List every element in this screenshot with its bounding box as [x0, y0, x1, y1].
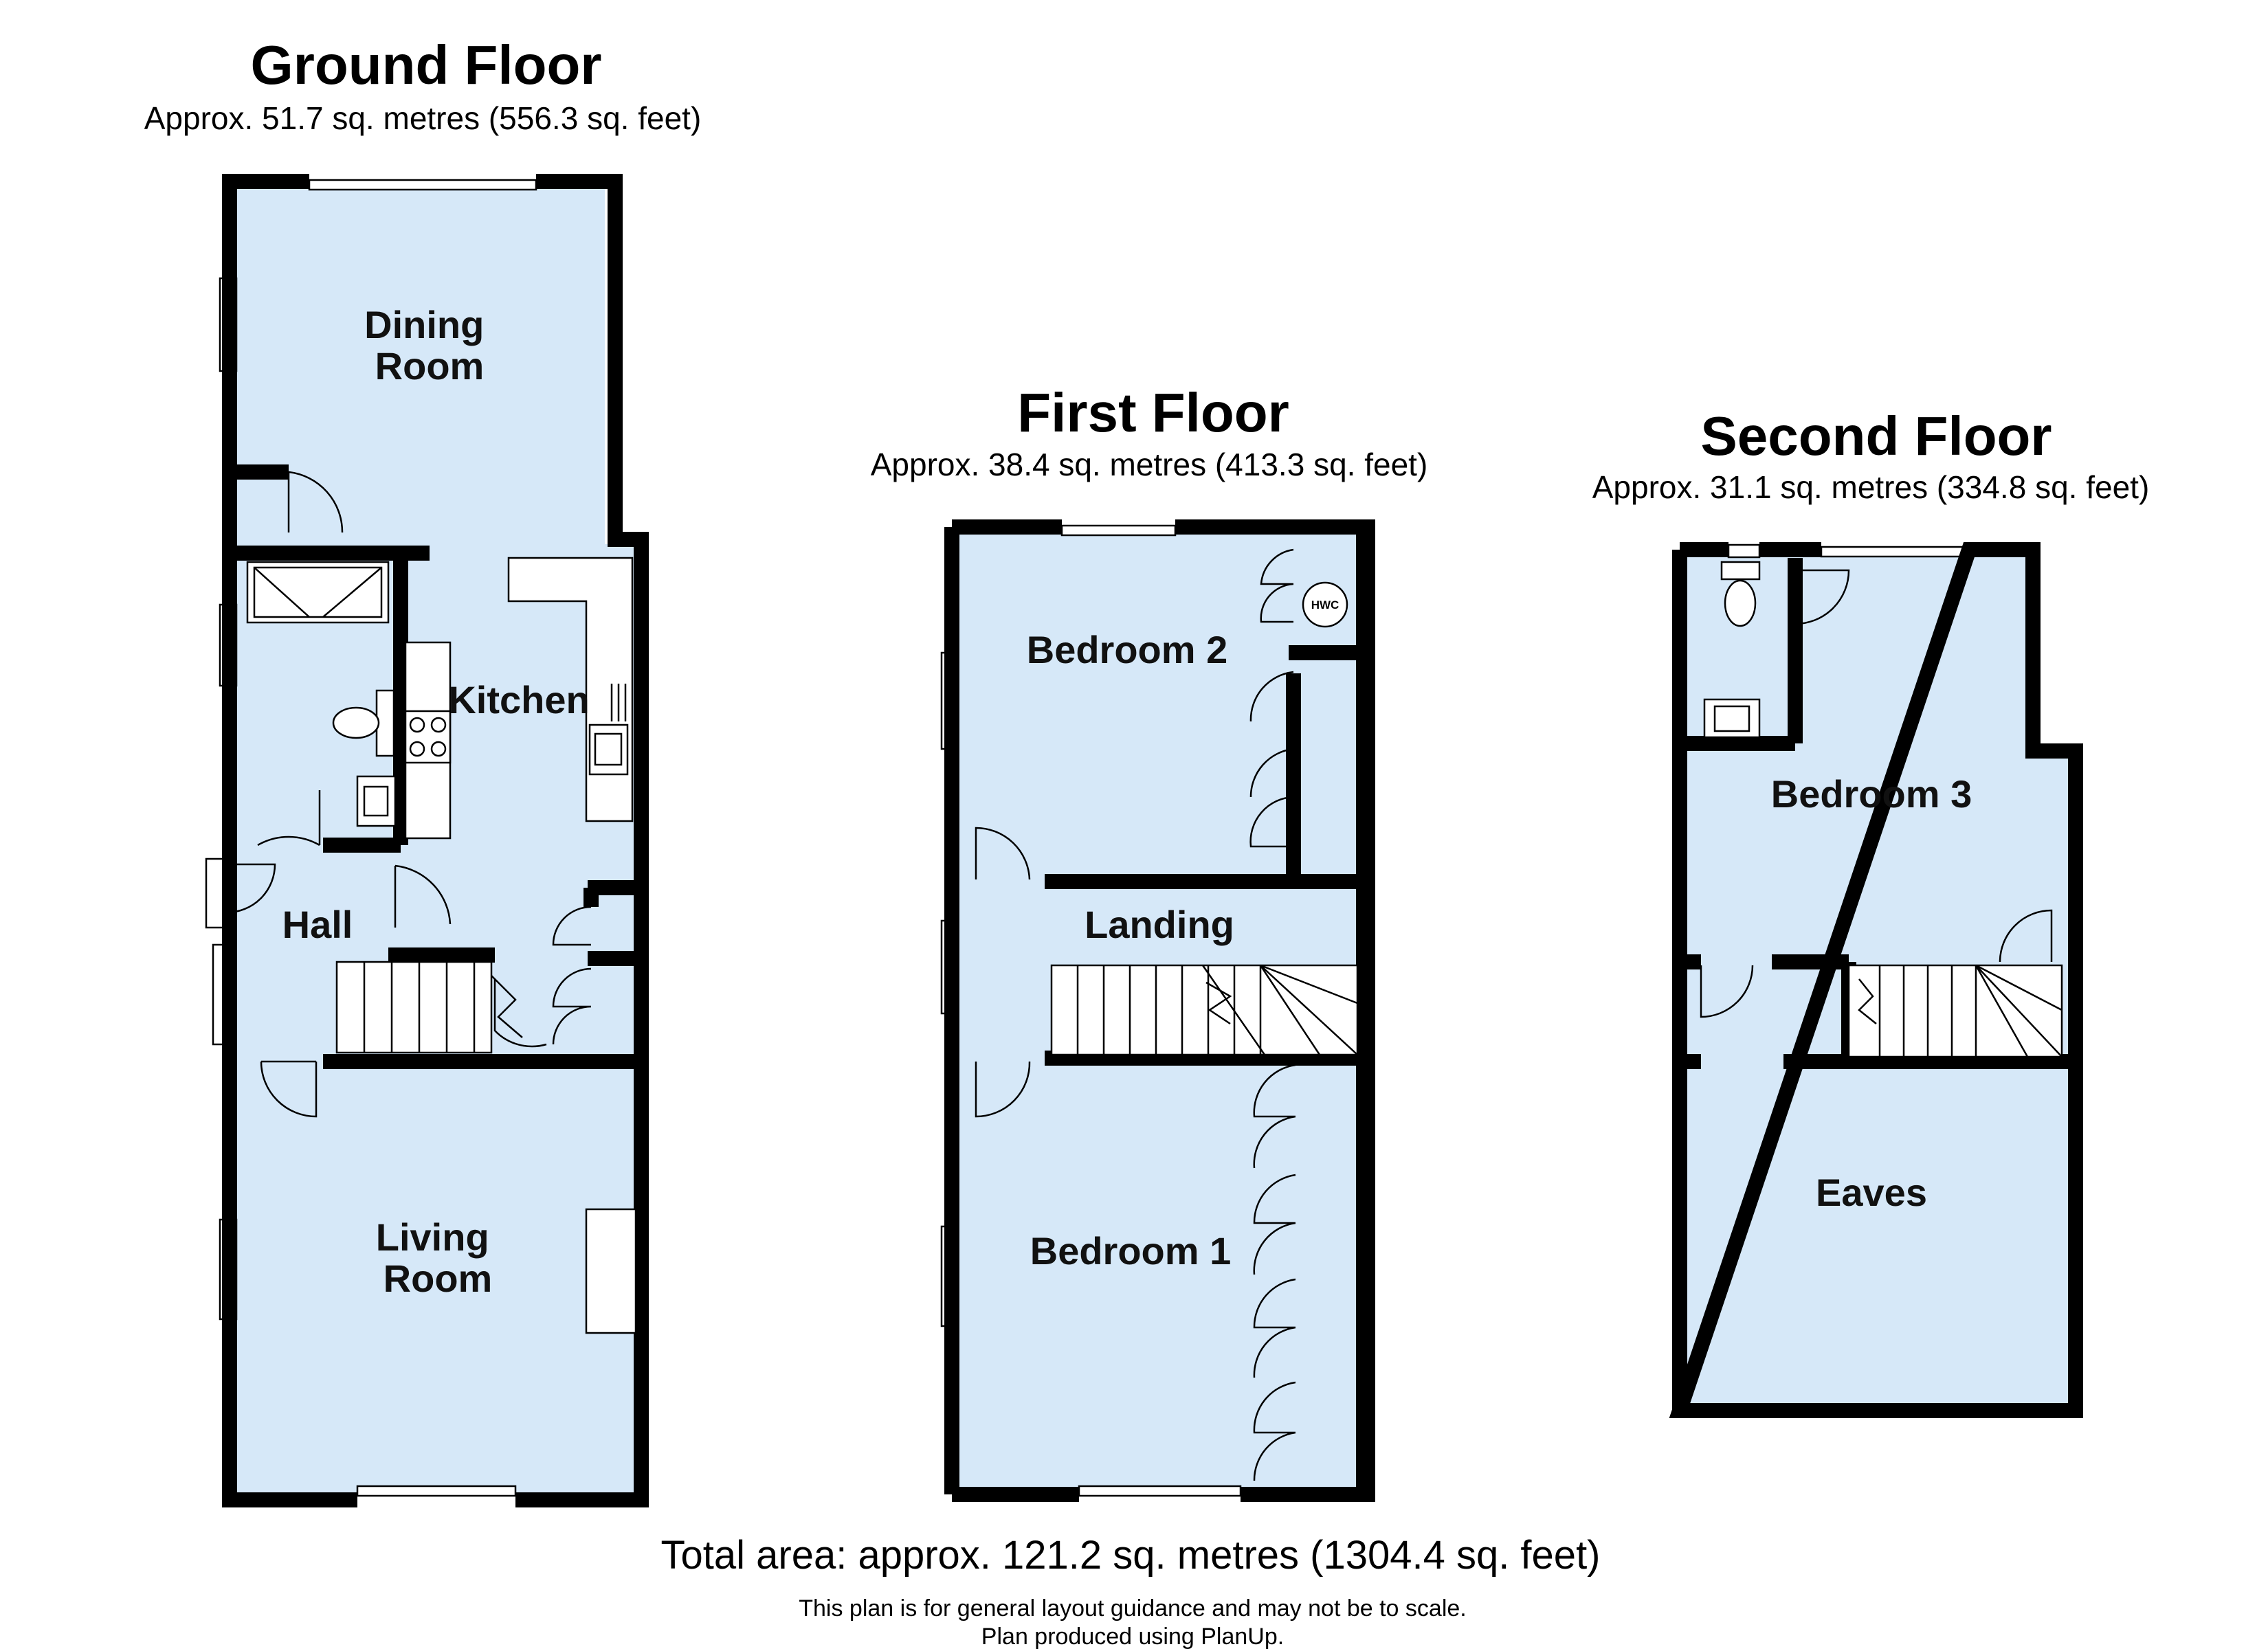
bedroom-2-window-rear: [1060, 524, 1177, 537]
bedroom-1-label: Bedroom 1: [1030, 1229, 1232, 1272]
eaves-door-left: [1700, 965, 1754, 1018]
dining-cupboard-door: [287, 471, 344, 533]
bath-icon: [246, 561, 390, 624]
ensuite-cistern-icon: [1720, 561, 1761, 581]
first-floor-area: Approx. 38.4 sq. metres (413.3 sq. feet): [871, 447, 1428, 482]
under-stair-door: [493, 979, 547, 1048]
hwc-cylinder-icon: [1302, 581, 1348, 628]
total-area: Total area: approx. 121.2 sq. metres (13…: [661, 1533, 1601, 1578]
bedroom-3-label: Bedroom 3: [1771, 772, 1972, 816]
living-room-chimney-breast: [585, 1208, 637, 1334]
ground-floor-stairs: [335, 961, 523, 1054]
first-floor-title: First Floor: [1017, 382, 1289, 443]
ensuite-toilet-icon: [1724, 579, 1757, 627]
ensuite-window: [1727, 543, 1761, 559]
ground-floor-area: Approx. 51.7 sq. metres (556.3 sq. feet): [144, 100, 702, 136]
bathroom-basin-icon: [356, 775, 397, 827]
bedroom-2-label: Bedroom 2: [1027, 628, 1228, 671]
ground-floor-fill: [234, 187, 636, 1494]
disclaimer-line-2: Plan produced using PlanUp.: [981, 1624, 1284, 1649]
bedroom-3-window: [1820, 546, 1970, 558]
hall-label: Hall: [282, 903, 353, 946]
living-room-label: Living Room: [376, 1215, 500, 1300]
ground-floor-outer-walls: [222, 174, 649, 1507]
ground-floor-title: Ground Floor: [250, 34, 601, 96]
bedroom-1-wardrobe-doors: [1253, 1064, 1296, 1481]
landing-label: Landing: [1085, 903, 1234, 946]
kitchen-cupboard-door-a: [552, 906, 592, 946]
bedroom-2-wardrobe-door-a: [1249, 671, 1294, 798]
bedroom-2-wardrobe-door-b: [1249, 796, 1294, 848]
second-floor-area: Approx. 31.1 sq. metres (334.8 sq. feet): [1592, 469, 2150, 505]
hob-icon: [404, 710, 452, 764]
living-room-door: [260, 1060, 318, 1118]
hwc-cupboard-door: [1260, 548, 1294, 623]
hall-kitchen-door: [394, 864, 452, 928]
first-floor-stairs: [1050, 964, 1359, 1056]
living-room-window-front: [356, 1485, 517, 1497]
dining-room-patio-door: [308, 179, 537, 191]
dining-room-label: Dining Room: [364, 303, 495, 388]
ground-floor: Ground Floor Approx. 51.7 sq. metres (55…: [144, 34, 702, 1507]
second-floor: Second Floor Approx. 31.1 sq. metres (33…: [1592, 405, 2150, 1418]
disclaimer-line-1: This plan is for general layout guidance…: [799, 1595, 1466, 1622]
hwc-label: HWC: [1311, 598, 1339, 612]
kitchen-label: Kitchen: [448, 678, 589, 721]
bath-inner: [253, 566, 383, 618]
stair-cupboard-door: [1999, 909, 2053, 963]
bedroom-1-window-front: [1078, 1485, 1242, 1497]
bedroom-1-door: [975, 1061, 1031, 1118]
bedroom-2-door: [975, 827, 1031, 880]
second-floor-title: Second Floor: [1700, 405, 2052, 467]
toilet-icon: [332, 706, 380, 739]
second-floor-stairs: [1847, 964, 2063, 1058]
hall-bathroom-door: [257, 790, 321, 846]
first-floor: First Floor Approx. 38.4 sq. metres (413…: [871, 382, 1428, 1502]
kitchen-cupboard-door-b: [552, 967, 592, 1045]
ensuite-door: [1794, 569, 1850, 625]
eaves-label: Eaves: [1816, 1171, 1927, 1214]
front-door: [226, 863, 276, 914]
